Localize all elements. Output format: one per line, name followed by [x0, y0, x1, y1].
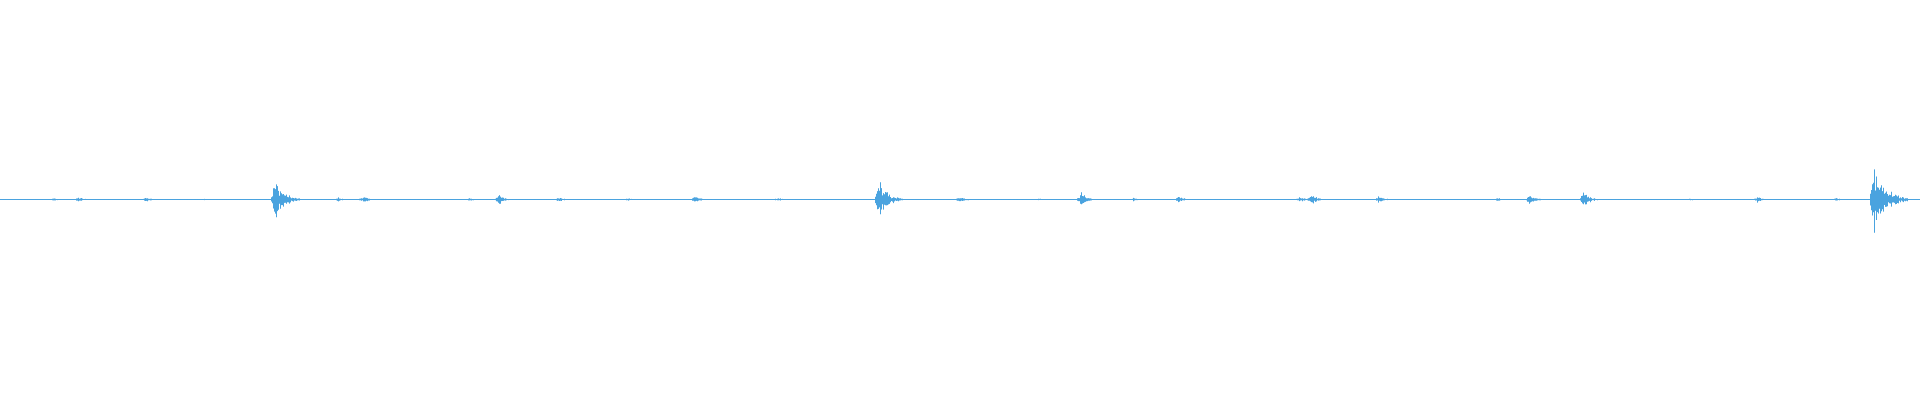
waveform-trace — [0, 169, 1920, 233]
